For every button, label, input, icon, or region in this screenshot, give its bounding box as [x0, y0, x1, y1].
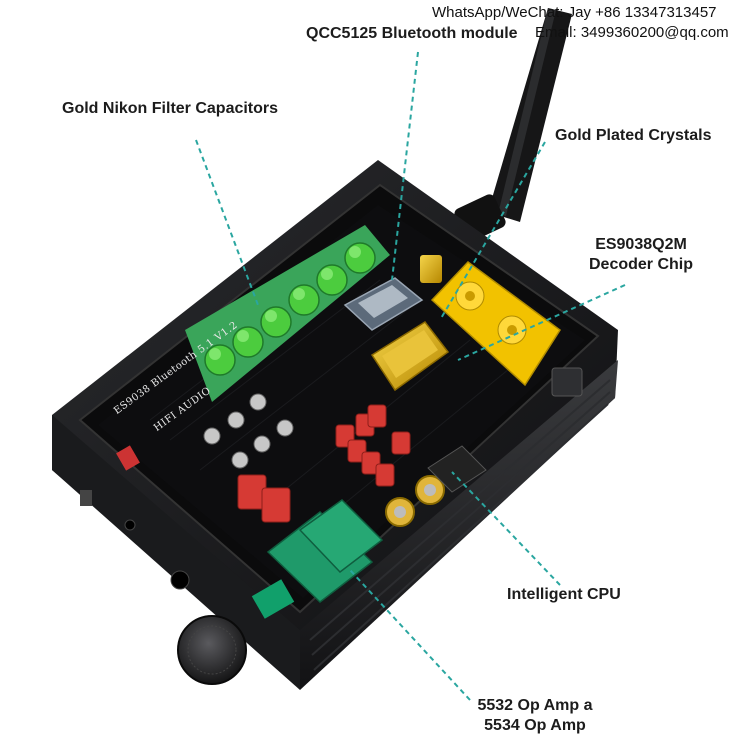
filter-capacitor-board — [185, 225, 390, 402]
callout-line-cpu — [451, 471, 561, 586]
label-filter-capacitors: Gold Nikon Filter Capacitors — [62, 100, 279, 117]
callout-line-bluetooth — [391, 51, 419, 281]
label-opamp-line2: 5534 Op Amp — [484, 717, 586, 734]
contact-whatsapp: WhatsApp/WeChat: Jay +86 13347313457 — [432, 4, 717, 21]
label-opamp-line1: 5532 Op Amp a — [477, 697, 593, 714]
rca-output — [430, 261, 562, 387]
front-jacks — [80, 445, 190, 590]
volume-knob — [177, 615, 247, 685]
label-opamp: 5532 Op Amp a 5534 Op Amp — [470, 696, 600, 736]
cpu-chip — [427, 445, 487, 493]
callout-lines — [195, 51, 626, 701]
label-bluetooth-module: QCC5125 Bluetooth module — [306, 25, 518, 42]
label-decoder-line1: ES9038Q2M — [595, 236, 687, 253]
electrolytic-capacitors — [203, 393, 445, 527]
callout-line-decoder — [457, 284, 626, 361]
bluetooth-module — [343, 277, 424, 331]
contact-email: Email: 3499360200@qq.com — [535, 24, 729, 41]
gold-crystal — [370, 321, 450, 392]
label-decoder: ES9038Q2M Decoder Chip — [580, 235, 702, 275]
label-decoder-line2: Decoder Chip — [588, 256, 693, 273]
label-crystals: Gold Plated Crystals — [555, 127, 712, 144]
callout-line-crystals — [439, 141, 546, 321]
gold-connector — [420, 255, 442, 283]
green-pad — [251, 579, 295, 619]
side-jack — [551, 367, 583, 397]
op-amp-sockets — [266, 499, 384, 603]
callout-line-opamp — [349, 569, 471, 701]
red-capacitors — [237, 404, 411, 523]
label-cpu: Intelligent CPU — [507, 586, 621, 603]
callout-line-capacitors — [195, 139, 259, 306]
